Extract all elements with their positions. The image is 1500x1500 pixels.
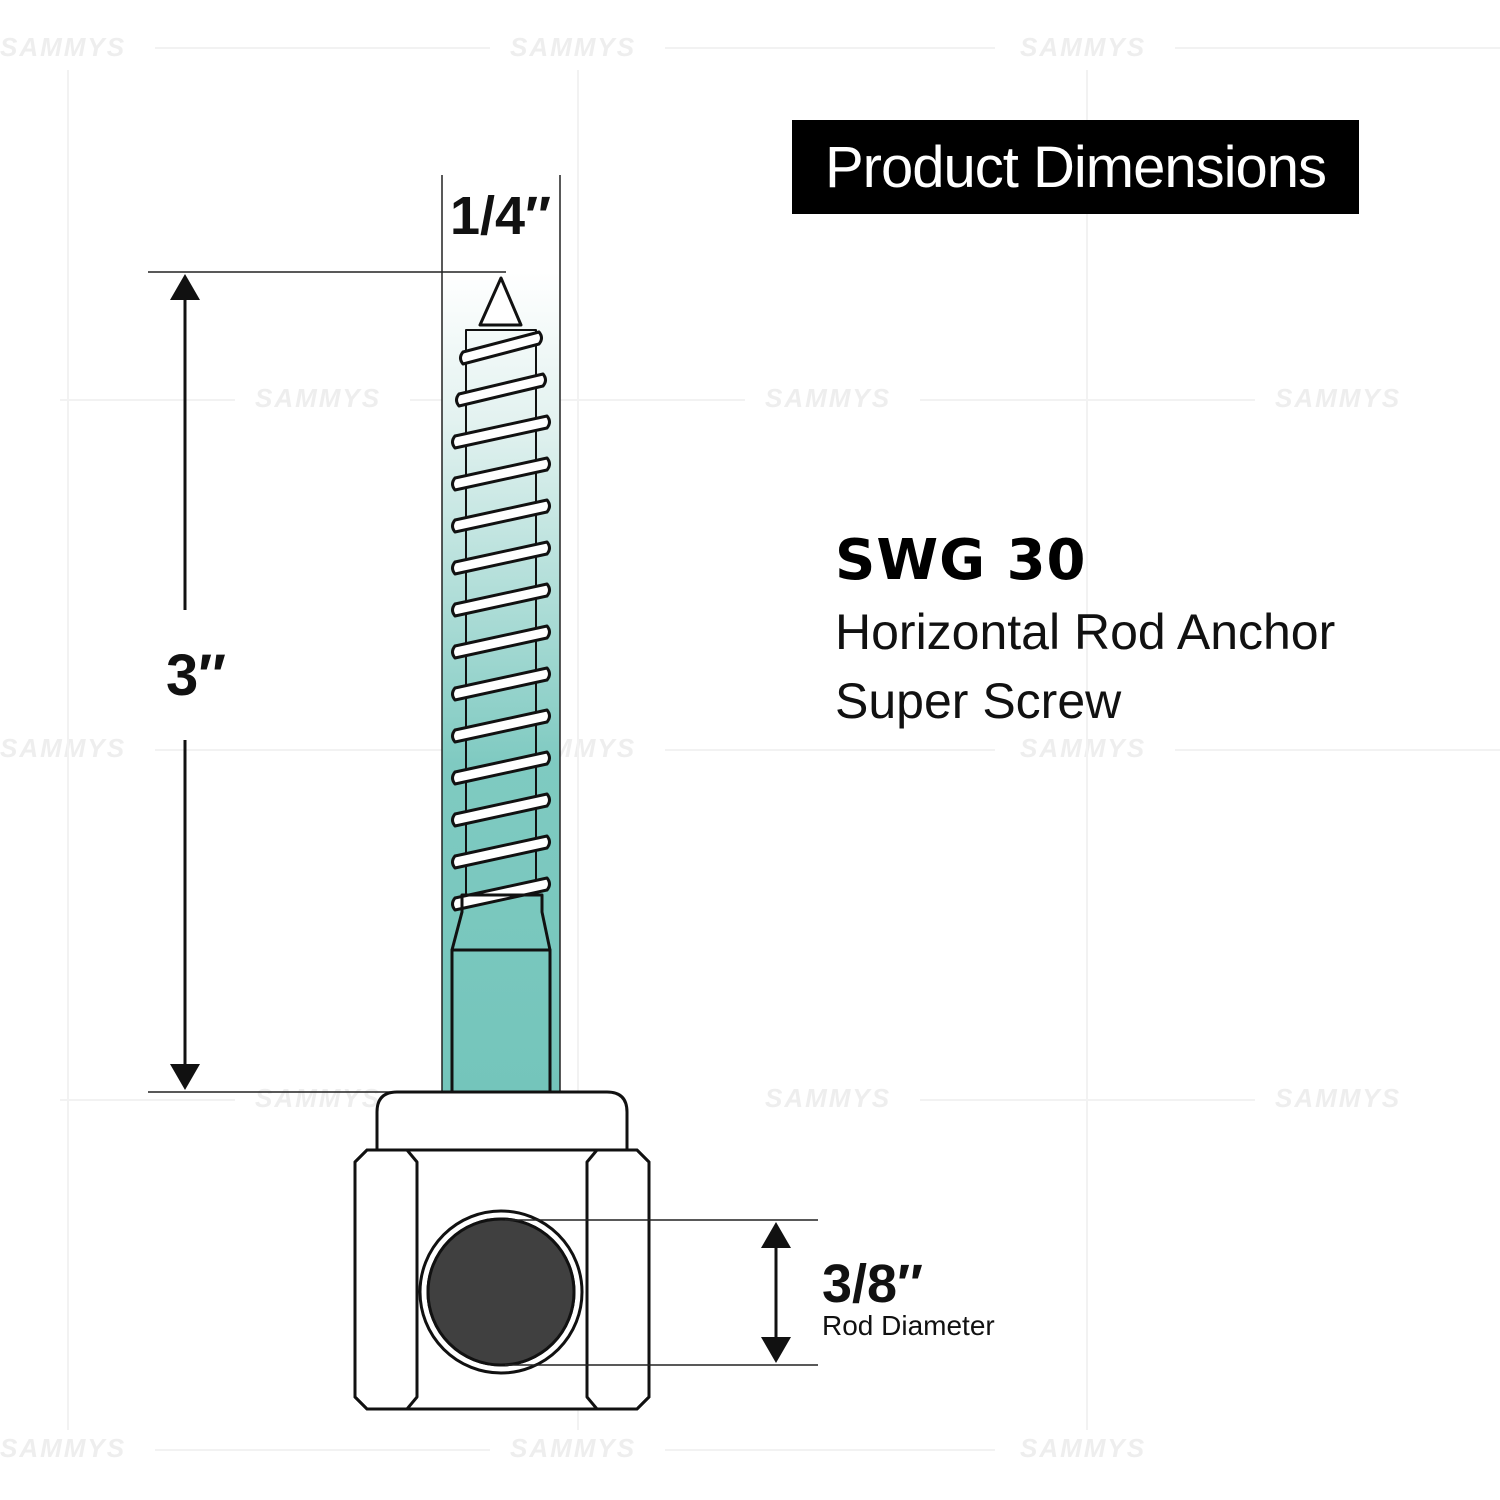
watermark-text: SAMMYS bbox=[1020, 733, 1147, 763]
watermark-text: SAMMYS bbox=[510, 32, 637, 62]
screw-thread bbox=[459, 330, 543, 366]
length-arrow-down bbox=[170, 1064, 200, 1090]
watermark-text: SAMMYS bbox=[0, 733, 127, 763]
width-dimension-label: 1/4″ bbox=[450, 186, 551, 246]
watermark-text: SAMMYS bbox=[0, 32, 127, 62]
screw-thread bbox=[451, 414, 551, 450]
screw-thread bbox=[451, 582, 551, 618]
watermark-text: SAMMYS bbox=[1275, 1083, 1402, 1113]
watermark-text: SAMMYS bbox=[0, 1433, 127, 1463]
title-text: Product Dimensions bbox=[825, 134, 1327, 200]
screw-thread bbox=[451, 750, 551, 786]
screw-thread bbox=[451, 498, 551, 534]
screw bbox=[450, 276, 552, 1094]
screw-thread bbox=[451, 624, 551, 660]
rod-arrow-down bbox=[761, 1337, 791, 1363]
screw-thread bbox=[451, 834, 551, 870]
screw-threads bbox=[451, 329, 551, 912]
product-model: SWG 30 bbox=[835, 528, 1087, 593]
rod-arrow-up bbox=[761, 1222, 791, 1248]
anchor-body bbox=[353, 1090, 651, 1411]
screw-thread bbox=[451, 456, 551, 492]
screw-thread bbox=[451, 792, 551, 828]
rod-diameter-caption: Rod Diameter bbox=[822, 1310, 995, 1341]
title-banner: Product Dimensions bbox=[792, 120, 1359, 214]
watermark-text: SAMMYS bbox=[1020, 32, 1147, 62]
anchor-collar bbox=[375, 1090, 629, 1152]
watermark-text: SAMMYS bbox=[510, 1433, 637, 1463]
watermark-text: SAMMYS bbox=[1020, 1433, 1147, 1463]
rod-cross-section bbox=[426, 1217, 576, 1367]
length-arrow-up bbox=[170, 274, 200, 300]
anchor-block-left-face bbox=[353, 1148, 419, 1411]
watermark-text: SAMMYS bbox=[765, 383, 892, 413]
rod-dimension-label: 3/8″ bbox=[822, 1254, 923, 1314]
watermark-text: SAMMYS bbox=[255, 1083, 382, 1113]
product-description-line2: Super Screw bbox=[835, 673, 1122, 729]
screw-thread bbox=[455, 372, 547, 408]
watermark-text: SAMMYS bbox=[765, 1083, 892, 1113]
anchor-block-right-face bbox=[585, 1148, 651, 1411]
watermark-text: SAMMYS bbox=[255, 383, 382, 413]
screw-thread bbox=[451, 666, 551, 702]
watermark-text: SAMMYS bbox=[1275, 383, 1402, 413]
screw-thread bbox=[451, 540, 551, 576]
screw-thread bbox=[451, 708, 551, 744]
length-dimension-label: 3″ bbox=[166, 643, 227, 708]
product-description-line1: Horizontal Rod Anchor bbox=[835, 604, 1336, 660]
screw-tip bbox=[478, 276, 523, 327]
